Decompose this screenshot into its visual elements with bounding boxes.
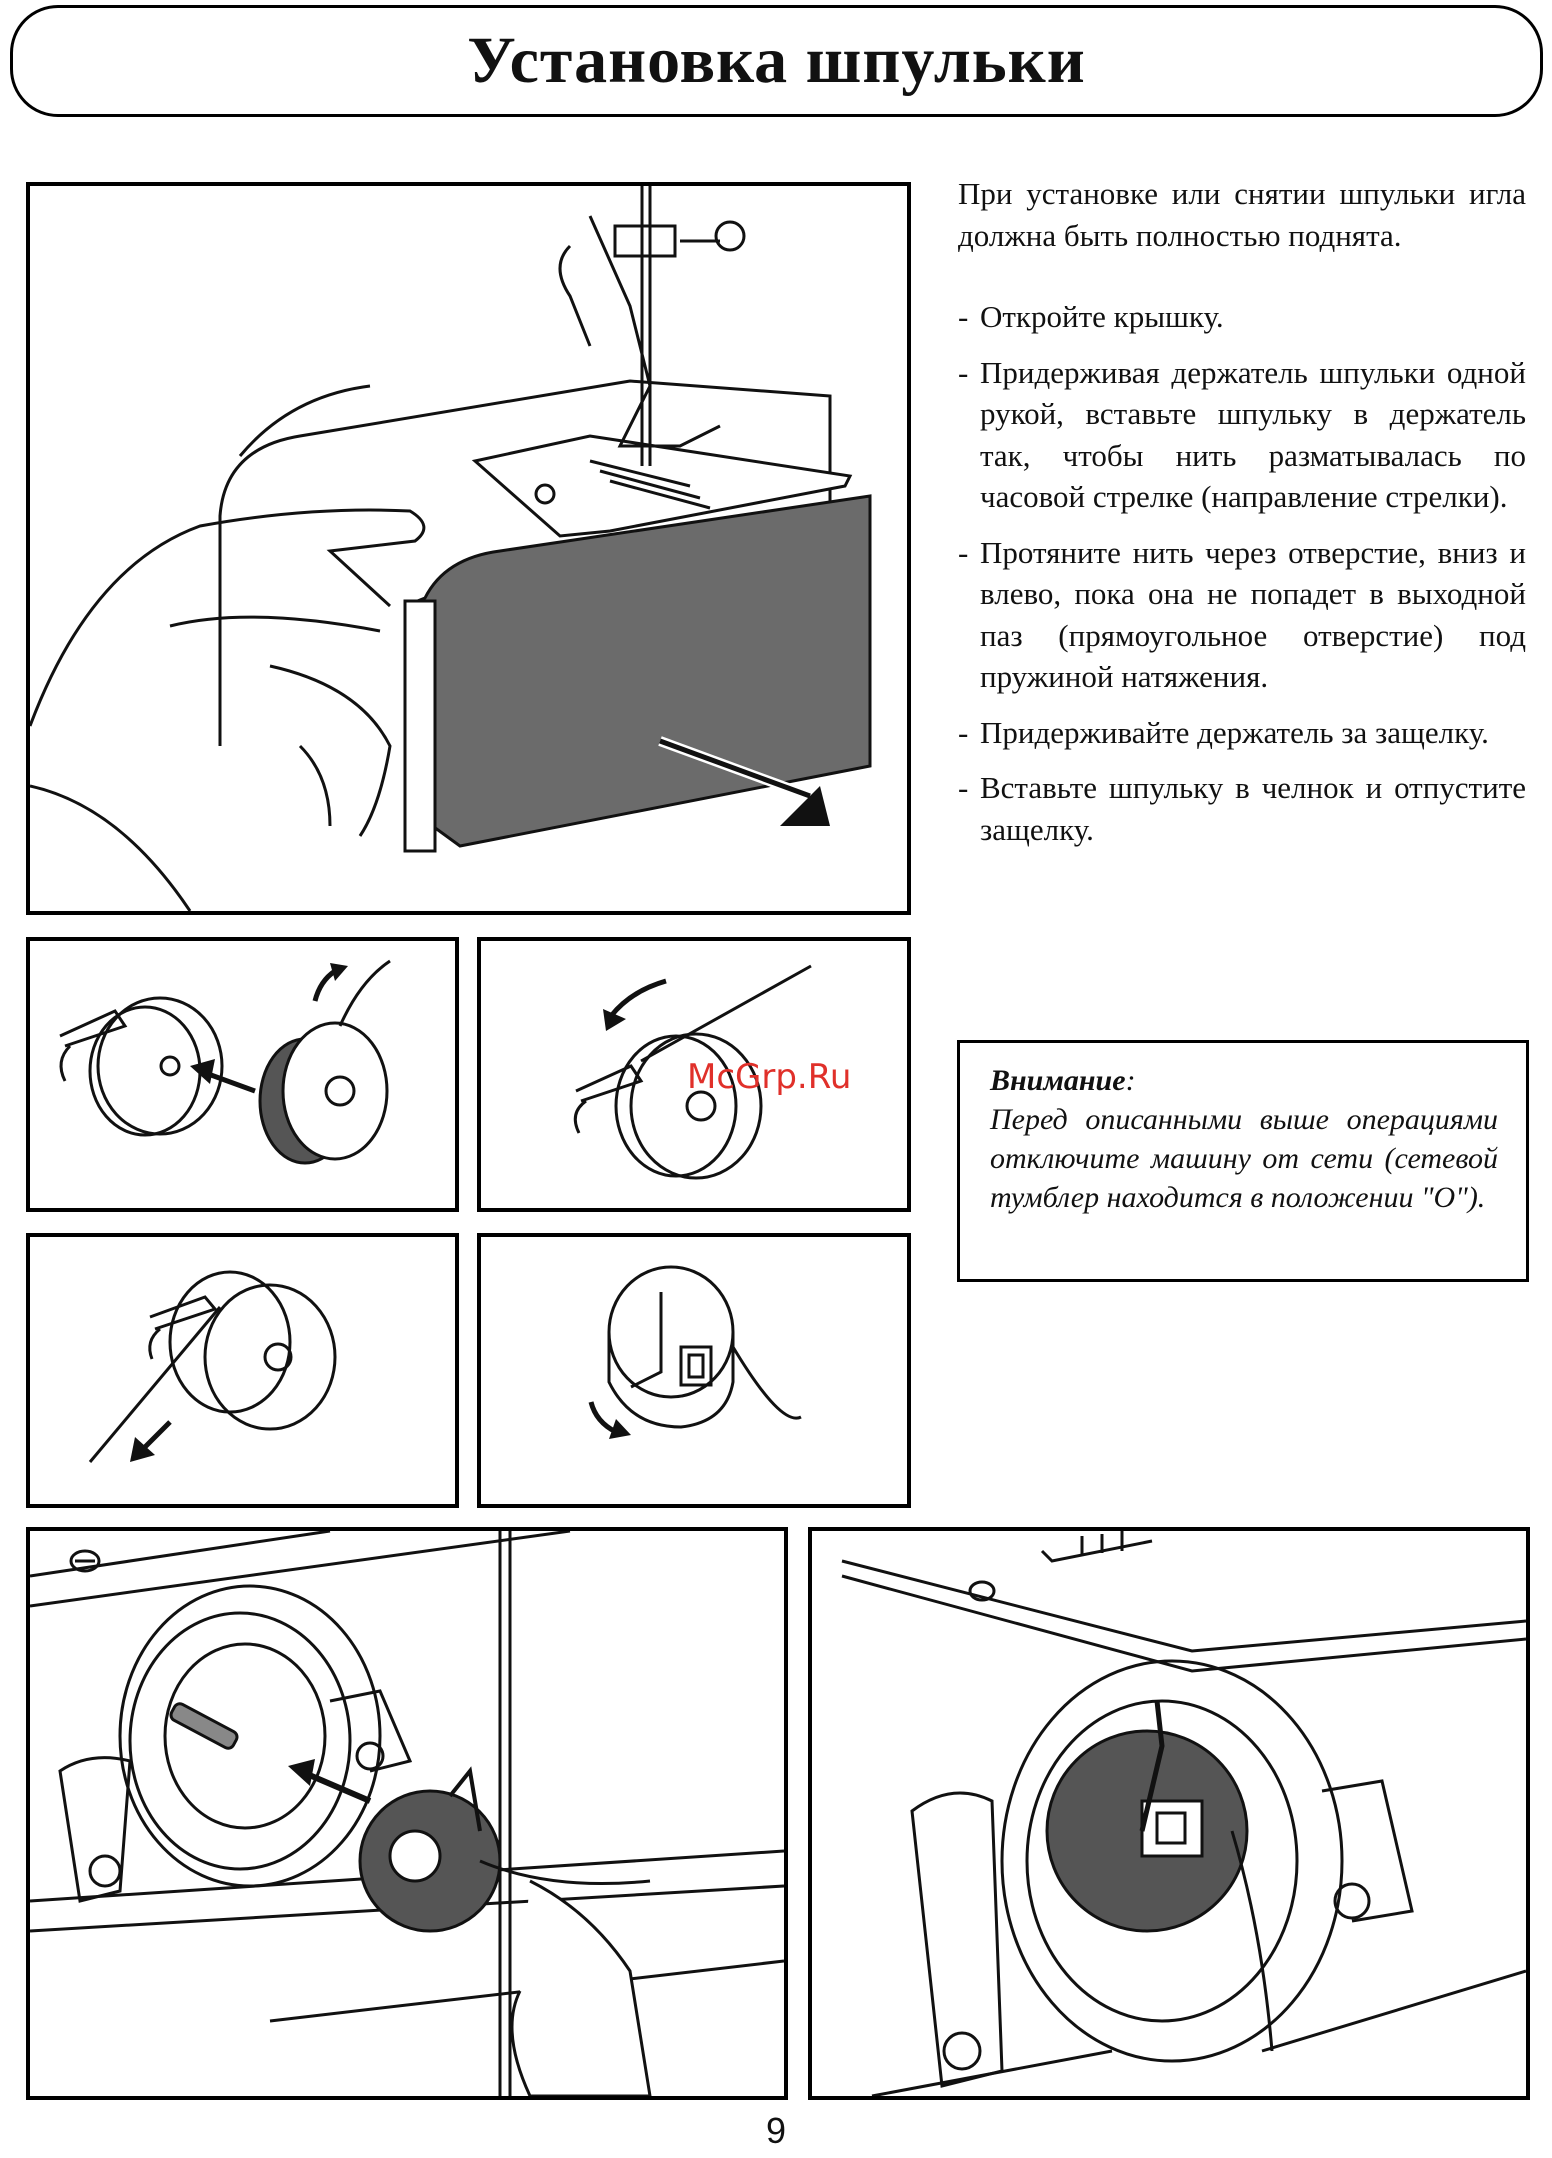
bobbin-installed-drawing: [841, 1531, 1526, 2096]
title-bar: Установка шпульки: [10, 5, 1543, 117]
page-title: Установка шпульки: [467, 24, 1086, 97]
intro-text: При установке или снятии шпульки игла до…: [958, 176, 1526, 253]
step-item: Откройте крышку.: [958, 296, 1526, 338]
warning-box: Внимание: Перед описанными выше операция…: [957, 1040, 1529, 1282]
watermark: McGrp.Ru: [687, 1057, 852, 1097]
step-item: Протяните нить через отверстие, вниз и в…: [958, 532, 1526, 698]
bobbin-thread-pull-drawing: [88, 1270, 337, 1463]
illustration-thread-slot: [477, 1233, 911, 1508]
insert-bobbin-into-shuttle-drawing: [30, 1531, 784, 2096]
page-number: 9: [765, 2110, 787, 2151]
bobbin-clockwise-drawing: [573, 964, 812, 1180]
step-item: Вставьте шпульку в челнок и отпустите за…: [958, 767, 1526, 850]
warning-body: Перед описанными выше операциями отключи…: [990, 1103, 1498, 1214]
illustration-pull-thread: [26, 1233, 459, 1508]
illustration-wind-direction: McGrp.Ru: [477, 937, 911, 1212]
illustration-open-cover: [26, 182, 911, 915]
illustration-insert-into-shuttle: [26, 1527, 788, 2100]
bobbin-case-slot-drawing: [588, 1265, 802, 1439]
illustration-insert-bobbin: [26, 937, 459, 1212]
warning-title-colon: :: [1125, 1064, 1136, 1097]
instructions: При установке или снятии шпульки игла до…: [958, 173, 1526, 864]
step-item: Придерживая держатель шпульки одной руко…: [958, 352, 1526, 518]
warning-title: Внимание: [990, 1064, 1126, 1097]
step-item: Придерживайте держатель за защелку.: [958, 712, 1526, 754]
illustration-bobbin-installed: [808, 1527, 1530, 2100]
machine-open-cover-drawing: [30, 186, 872, 911]
bobbin-case-insert-drawing: [59, 959, 391, 1165]
step-list: Откройте крышку. Придерживая держатель ш…: [958, 296, 1526, 850]
